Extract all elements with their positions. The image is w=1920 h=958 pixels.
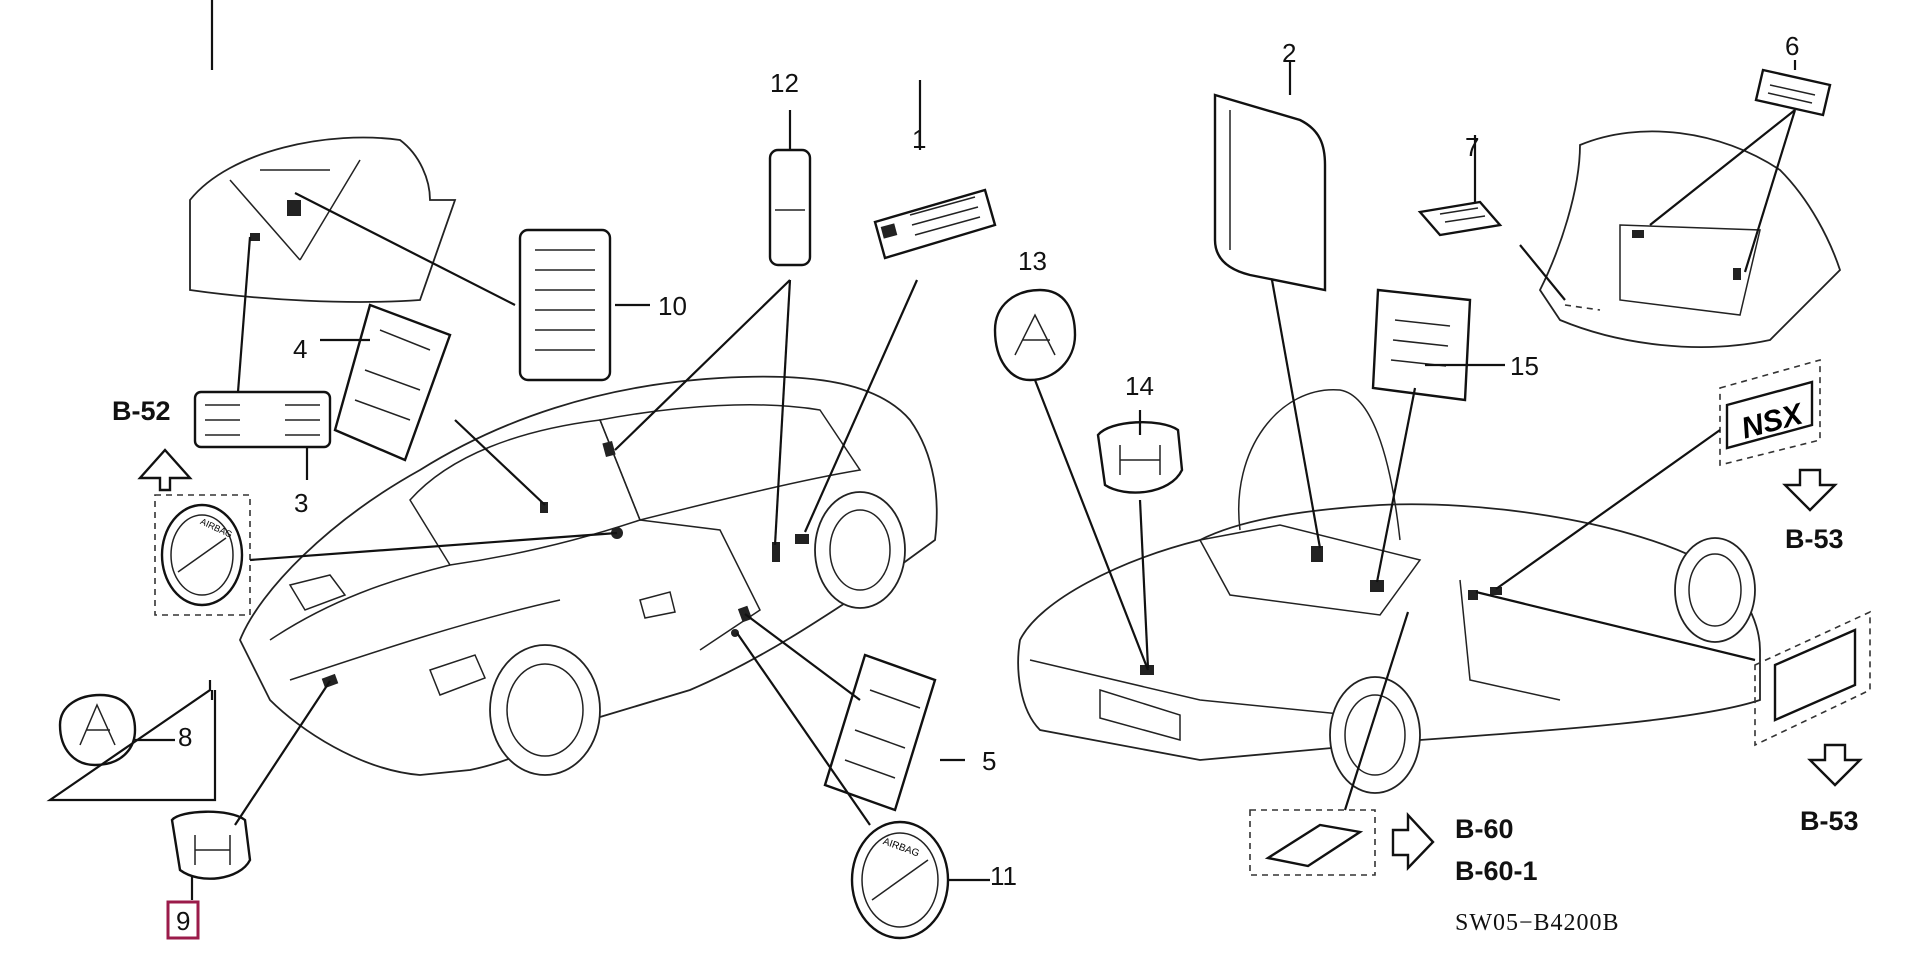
callout-6[interactable]: 6 <box>1785 31 1799 61</box>
ref-b60[interactable]: B-60 <box>1455 814 1514 844</box>
part-1-label[interactable] <box>873 188 997 260</box>
hood-panel-illustration <box>189 136 457 303</box>
ref-arrow-b52 <box>137 448 193 492</box>
part-6-label[interactable] <box>1754 68 1832 117</box>
callout-3[interactable]: 3 <box>294 488 308 518</box>
callout-11[interactable]: 11 <box>990 861 1017 891</box>
callout-4[interactable]: 4 <box>293 334 307 364</box>
callout-1[interactable]: 1 <box>912 124 926 154</box>
ref-arrow-b60 <box>1391 811 1435 871</box>
callout-15[interactable]: 15 <box>1510 351 1539 381</box>
callout-5[interactable]: 5 <box>982 746 996 776</box>
part-7-label[interactable] <box>1417 200 1503 237</box>
callout-9[interactable]: 9 <box>176 906 190 936</box>
nsx-emblem-reference[interactable]: NSX <box>1719 358 1821 467</box>
callout-2[interactable]: 2 <box>1282 38 1296 68</box>
ref-arrow-b53-bottom <box>1807 743 1863 787</box>
callout-10[interactable]: 10 <box>658 291 687 321</box>
part-9-emblem[interactable] <box>170 810 252 880</box>
part-13-emblem[interactable] <box>993 288 1077 382</box>
right-car-illustration <box>1017 389 1761 794</box>
ref-b53-bottom[interactable]: B-53 <box>1800 806 1859 836</box>
ref-b53-top[interactable]: B-53 <box>1785 524 1844 554</box>
part-15-label[interactable] <box>1371 288 1472 402</box>
part-5-label[interactable] <box>823 653 937 812</box>
part-2-label[interactable] <box>1213 93 1327 292</box>
ref-b52[interactable]: B-52 <box>112 396 171 426</box>
callout-12[interactable]: 12 <box>770 68 799 98</box>
part-10-label[interactable] <box>518 228 612 382</box>
callout-13[interactable]: 13 <box>1018 246 1047 276</box>
rear-hatch-illustration <box>1538 130 1842 348</box>
airbag-seal-reference[interactable]: AIRBAG <box>154 494 251 616</box>
diagram-code: SW05−B4200B <box>1455 910 1620 936</box>
part-14-emblem[interactable] <box>1096 421 1184 494</box>
callout-14[interactable]: 14 <box>1125 371 1154 401</box>
ref-b60-1[interactable]: B-60-1 <box>1455 856 1538 886</box>
leader-lines <box>46 0 1797 900</box>
callout-9-highlight <box>166 900 200 940</box>
ref-arrow-b53-top <box>1782 468 1838 512</box>
rear-plate-reference[interactable] <box>1754 610 1871 747</box>
left-car-illustration <box>239 375 938 776</box>
part-11-airbag-seal[interactable]: AIRBAG <box>850 820 950 940</box>
part-8-emblem[interactable] <box>58 693 137 767</box>
callout-8[interactable]: 8 <box>178 722 192 752</box>
part-12-label[interactable] <box>768 148 812 267</box>
part-3-label[interactable] <box>193 390 332 449</box>
part-4-label[interactable] <box>333 303 452 462</box>
callout-7[interactable]: 7 <box>1465 132 1479 162</box>
b60-label-reference[interactable] <box>1249 809 1376 876</box>
